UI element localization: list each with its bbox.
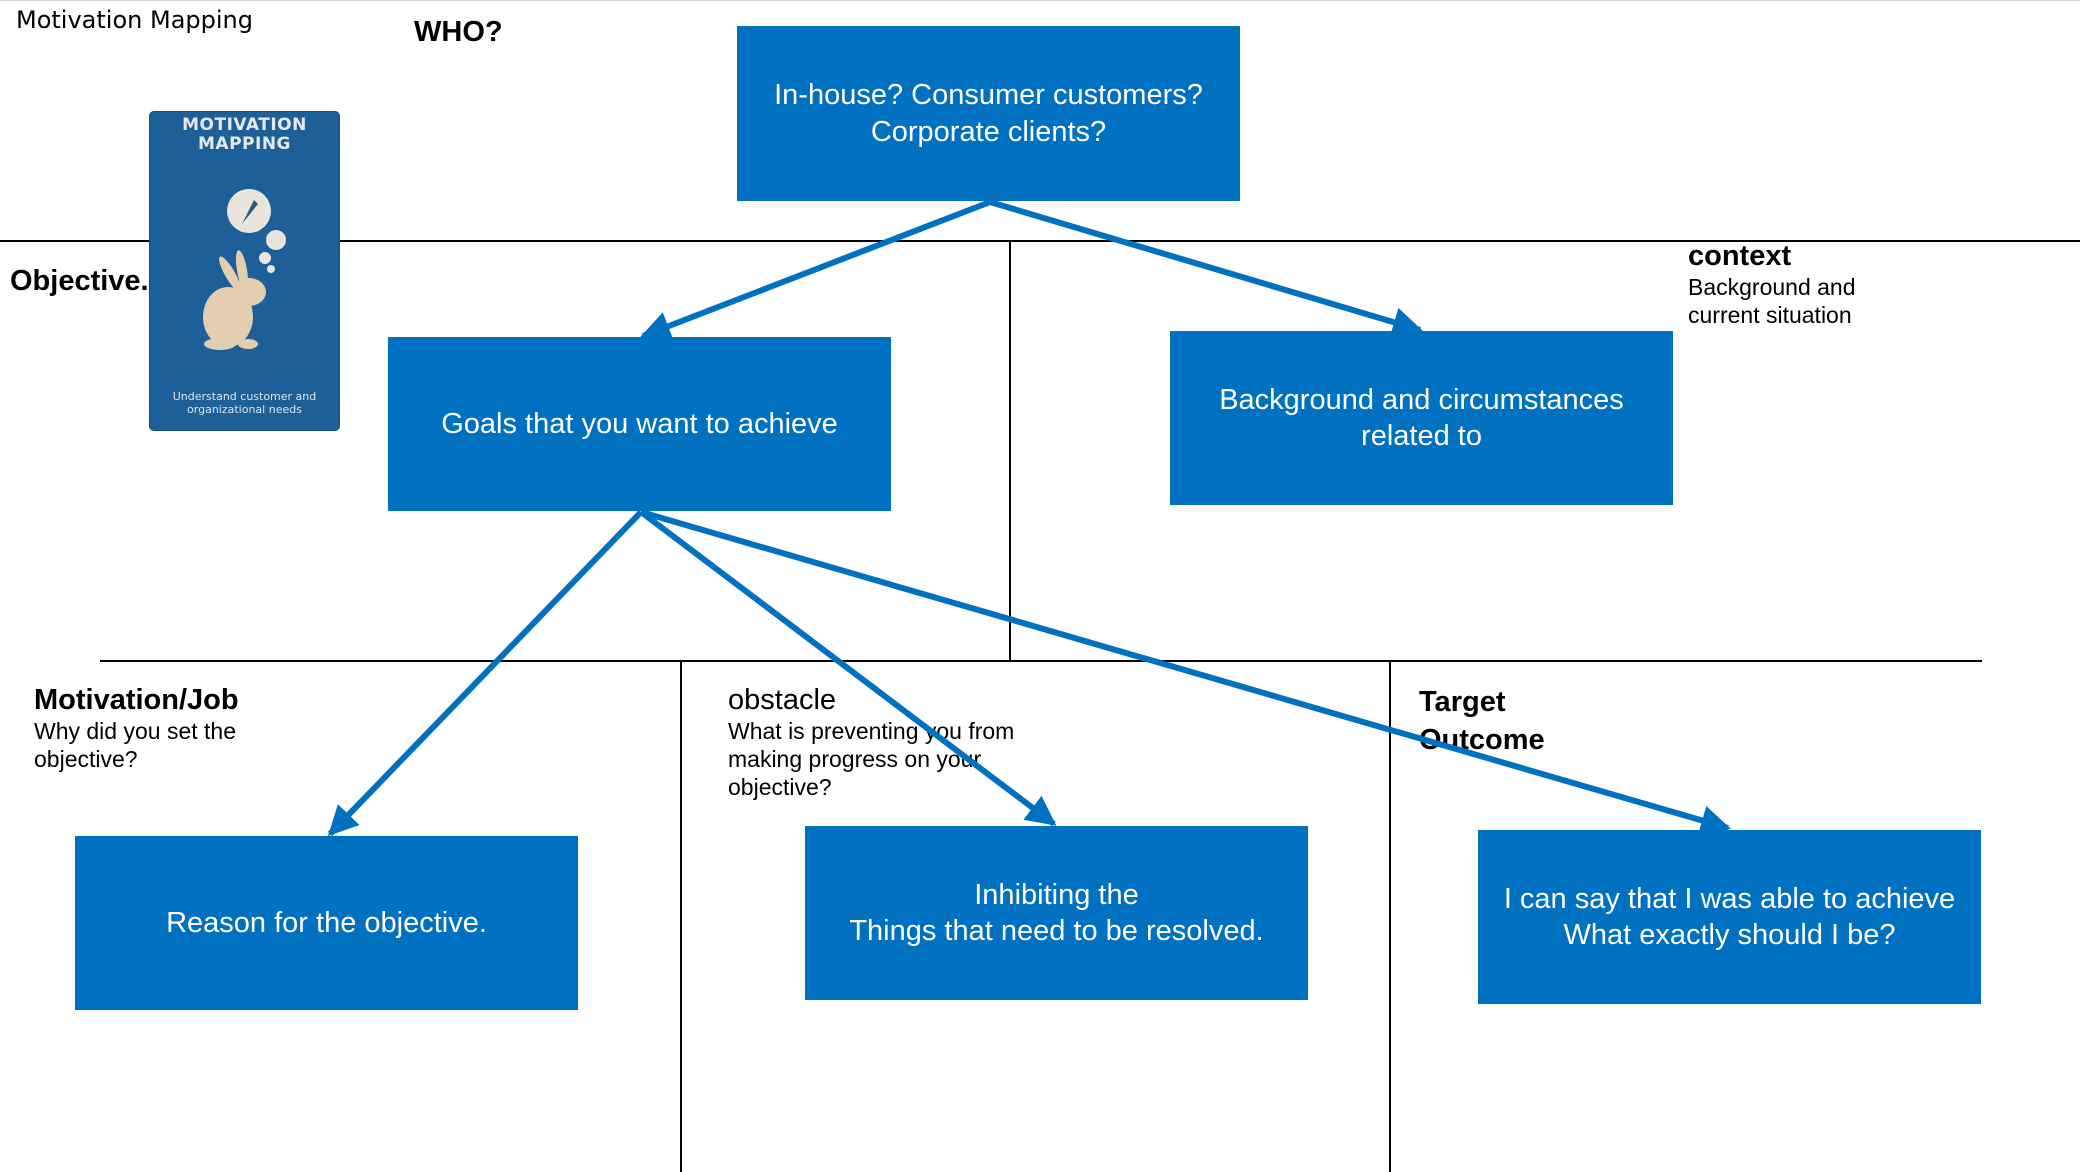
background-box: Background and circumstances related to [1170, 331, 1673, 505]
page-title: Motivation Mapping [16, 6, 253, 34]
divider-bottom [100, 660, 1982, 662]
goals-box: Goals that you want to achieve [388, 337, 891, 511]
card-title: MOTIVATION MAPPING [182, 115, 307, 154]
context-title: context [1688, 240, 1792, 272]
target-title: Target Outcome [1419, 686, 1545, 756]
context-heading: context Background and current situation [1688, 240, 1856, 329]
motivation-subtitle: Why did you set the objective? [34, 718, 236, 773]
divider-bottom-right [1389, 662, 1391, 1172]
arrow-goals-to-inhibiting [639, 509, 1057, 827]
arrow-goals-to-achieve [640, 509, 1731, 835]
motivation-heading: Motivation/Job Why did you set the objec… [34, 684, 239, 773]
motivation-mapping-card: MOTIVATION MAPPING Understand customer a… [150, 112, 339, 430]
divider-frame-top [0, 0, 2080, 1]
arrow-who-to-goals [640, 199, 992, 341]
obstacle-subtitle: What is preventing you from making progr… [728, 718, 1015, 801]
who-heading: WHO? [414, 16, 503, 48]
obstacle-title: obstacle [728, 684, 837, 716]
objective-heading: Objective. [10, 265, 149, 297]
arrow-goals-to-reason [327, 509, 644, 837]
divider-middle-vertical [1009, 242, 1011, 662]
who-box: In-house? Consumer customers? Corporate … [737, 26, 1240, 201]
card-footer: Understand customer and organizational n… [172, 390, 317, 416]
motivation-title: Motivation/Job [34, 684, 239, 716]
inhibiting-box: Inhibiting the Things that need to be re… [805, 826, 1308, 1000]
reason-box: Reason for the objective. [75, 836, 578, 1010]
achieve-box: I can say that I was able to achieve Wha… [1478, 830, 1981, 1004]
divider-top [0, 240, 2080, 242]
arrow-who-to-background [989, 199, 1423, 337]
context-subtitle: Background and current situation [1688, 274, 1856, 329]
rabbit-thought-icon [203, 189, 286, 350]
obstacle-heading: obstacle What is preventing you from mak… [728, 684, 1014, 801]
target-heading: Target Outcome [1419, 684, 1545, 759]
divider-bottom-left [680, 662, 682, 1172]
